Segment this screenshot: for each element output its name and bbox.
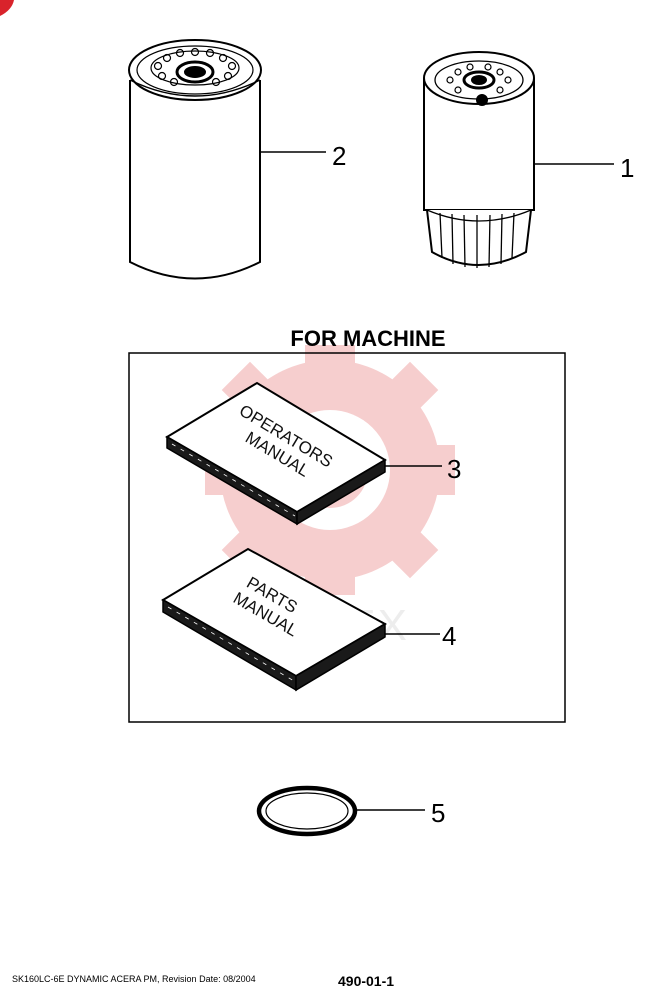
callout-3: 3 — [447, 454, 461, 484]
machine-items-box — [128, 352, 566, 723]
footer-doc-info: SK160LC-6E DYNAMIC ACERA PM, Revision Da… — [12, 974, 256, 984]
callout-4: 4 — [442, 621, 456, 651]
footer-page-number: 490-01-1 — [338, 973, 395, 989]
o-ring — [256, 785, 358, 837]
filter-element-1 — [423, 51, 535, 268]
callout-5: 5 — [431, 798, 445, 828]
callout-1: 1 — [620, 153, 634, 183]
section-heading: FOR MACHINE — [290, 326, 445, 351]
corner-mark — [0, 0, 14, 16]
filter-element-2 — [128, 39, 262, 280]
callout-2: 2 — [332, 141, 346, 171]
parts-manual-book: PARTS MANUAL — [161, 547, 388, 692]
